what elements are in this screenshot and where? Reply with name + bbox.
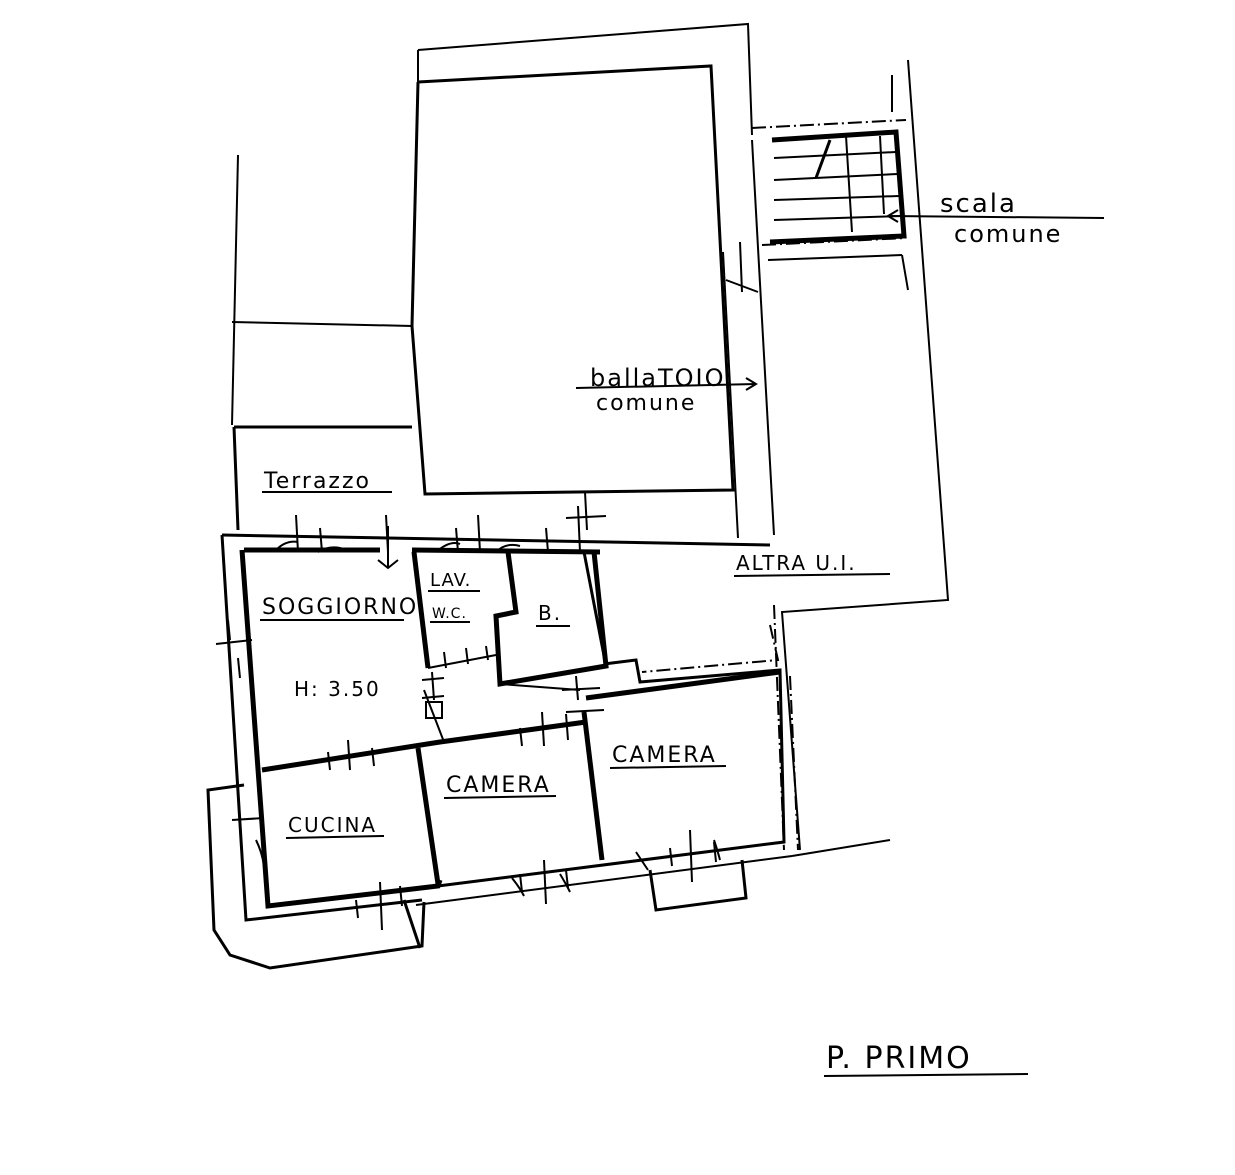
label-altra-ui: ALTRA U.I. (736, 551, 857, 575)
floor-title: P. PRIMO (826, 1041, 972, 1076)
room-labels: scala comune ballaTOIO comune Terrazzo A… (260, 189, 1062, 1077)
label-wc: W.C. (432, 606, 467, 622)
label-camera-1: CAMERA (446, 773, 551, 798)
pointer-arrows (575, 209, 1105, 391)
apartment-walls (206, 533, 891, 970)
label-ballatoio-comune: comune (596, 391, 696, 416)
interior-walls (261, 551, 781, 885)
label-camera-2: CAMERA (612, 743, 717, 768)
outer-building-outline (231, 22, 950, 851)
label-terrazzo: Terrazzo (263, 469, 371, 494)
label-scala: scala (940, 189, 1017, 219)
label-cucina: CUCINA (288, 813, 377, 837)
label-soggiorno: SOGGIORNO (262, 595, 418, 620)
door-and-window-marks (215, 505, 721, 931)
label-ceiling-height: H: 3.50 (294, 677, 381, 701)
label-bagno: B. (538, 601, 562, 625)
label-scala-comune: comune (954, 220, 1062, 248)
common-staircase (725, 119, 907, 293)
label-lav: LAV. (430, 570, 471, 591)
label-ballatoio: ballaTOIO (590, 364, 726, 392)
